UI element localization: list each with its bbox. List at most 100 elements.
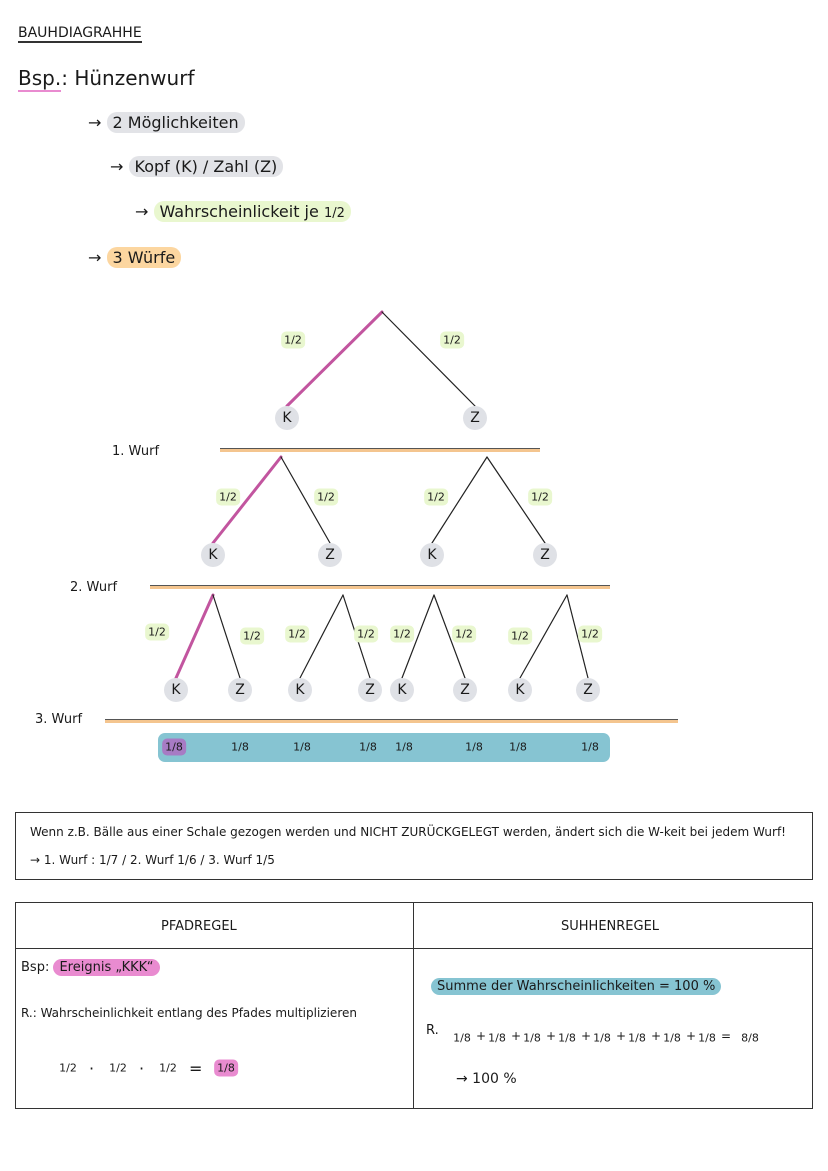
sum-statement: Summe der Wahrscheinlichkeiten = 100 % bbox=[431, 978, 722, 995]
operator: + bbox=[546, 1029, 557, 1043]
operator: · bbox=[89, 1059, 95, 1078]
branch-probability: 1/2 bbox=[354, 625, 378, 643]
operator: = bbox=[189, 1059, 203, 1078]
tree-node-k: K bbox=[390, 678, 414, 702]
sum-term: 1/8 bbox=[698, 1031, 716, 1045]
example-heading: Bsp.: Hünzenwurf bbox=[18, 66, 194, 92]
throw-3-label: 3. Wurf bbox=[35, 712, 83, 727]
tree-branch bbox=[280, 456, 331, 544]
bullet-throws: → 3 Würfe bbox=[88, 247, 182, 268]
outcome-probability: 1/8 bbox=[465, 740, 483, 754]
tree-node-k: K bbox=[275, 406, 299, 430]
sum-term: 1/8 bbox=[628, 1031, 646, 1045]
operator: = bbox=[721, 1029, 732, 1043]
page-title: BAUHDIAGRAHHE bbox=[18, 25, 142, 43]
outcome-probability: 1/8 bbox=[395, 740, 413, 754]
branch-probability: 1/2 bbox=[390, 625, 414, 643]
tree-node-z: Z bbox=[358, 678, 382, 702]
path-rule-text: R.: Wahrscheinlichkeit entlang des Pfade… bbox=[21, 1006, 357, 1020]
tree-branch bbox=[211, 455, 283, 545]
tree-branch bbox=[519, 594, 568, 679]
fraction: 1/2 bbox=[323, 206, 345, 221]
sum-statement-text: Summe der Wahrscheinlichkeiten = 100 % bbox=[431, 978, 722, 995]
factor-fraction: 1/2 bbox=[159, 1061, 177, 1075]
branch-probability: 1/2 bbox=[528, 488, 552, 506]
branch-probability: 1/2 bbox=[216, 488, 240, 506]
throw-1-label: 1. Wurf bbox=[112, 444, 160, 459]
tree-branch bbox=[285, 310, 384, 408]
arrow-icon: → bbox=[135, 202, 149, 221]
bullet-text: Kopf (K) / Zahl (Z) bbox=[128, 156, 284, 177]
arrow-icon: → bbox=[88, 113, 102, 132]
operator: + bbox=[511, 1029, 522, 1043]
tree-node-k: K bbox=[508, 678, 532, 702]
branch-probability: 1/2 bbox=[508, 627, 532, 645]
tree-node-k: K bbox=[201, 543, 225, 567]
tree-node-z: Z bbox=[576, 678, 600, 702]
outcome-probability: 1/8 bbox=[231, 740, 249, 754]
outcome-probability: 1/8 bbox=[162, 738, 186, 756]
branch-probability: 1/2 bbox=[314, 488, 338, 506]
rule-prefix: R. bbox=[426, 1023, 439, 1038]
tree-branch bbox=[433, 594, 466, 679]
tree-node-k: K bbox=[288, 678, 312, 702]
bullet-outcomes: → Kopf (K) / Zahl (Z) bbox=[110, 156, 284, 177]
event-badge: Ereignis „KKK“ bbox=[53, 959, 160, 976]
tree-branch bbox=[381, 311, 476, 407]
sum-term: 1/8 bbox=[558, 1031, 576, 1045]
branch-probability: 1/2 bbox=[145, 623, 169, 641]
tree-branch bbox=[401, 594, 435, 679]
tree-node-z: Z bbox=[318, 543, 342, 567]
arrow-icon: → bbox=[88, 248, 102, 267]
example-prefix: Bsp. bbox=[18, 66, 62, 92]
tree-node-z: Z bbox=[533, 543, 557, 567]
tree-node-z: Z bbox=[463, 406, 487, 430]
tree-branch bbox=[212, 594, 241, 679]
branch-probability: 1/2 bbox=[424, 488, 448, 506]
tree-branch bbox=[174, 593, 215, 680]
branch-probability: 1/2 bbox=[285, 625, 309, 643]
outcome-probability: 1/8 bbox=[293, 740, 311, 754]
branch-probability: 1/2 bbox=[240, 627, 264, 645]
branch-probability: 1/2 bbox=[281, 331, 305, 349]
sum-term: 1/8 bbox=[523, 1031, 541, 1045]
bullet-probability: → Wahrscheinlickeit je 1/2 bbox=[135, 201, 351, 222]
outcome-probability: 1/8 bbox=[581, 740, 599, 754]
colon: : bbox=[61, 66, 68, 90]
factor-fraction: 1/2 bbox=[109, 1061, 127, 1075]
branch-probability: 1/2 bbox=[578, 625, 602, 643]
sum-conclusion: → 100 % bbox=[456, 1071, 517, 1087]
tree-node-z: Z bbox=[228, 678, 252, 702]
note-box: Wenn z.B. Bälle aus einer Schale gezogen… bbox=[15, 812, 813, 880]
sum-term: 1/8 bbox=[663, 1031, 681, 1045]
header-divider bbox=[16, 948, 812, 949]
outcome-probability: 1/8 bbox=[359, 740, 377, 754]
branch-probability: 1/2 bbox=[452, 625, 476, 643]
tree-diagram-lines bbox=[174, 310, 589, 680]
operator: + bbox=[616, 1029, 627, 1043]
tree-branch bbox=[431, 456, 488, 544]
bullet-possibilities: → 2 Möglichkeiten bbox=[88, 112, 245, 133]
tree-branch bbox=[486, 456, 546, 544]
outcomes-bar bbox=[158, 733, 610, 762]
throw-2-label: 2. Wurf bbox=[70, 580, 118, 595]
factor-fraction: 1/2 bbox=[59, 1061, 77, 1075]
tree-branch bbox=[299, 594, 344, 679]
bullet-text: 3 Würfe bbox=[106, 247, 182, 268]
rules-table: PFADREGEL SUHHENREGEL Bsp: Ereignis „KKK… bbox=[15, 902, 813, 1109]
tree-branch bbox=[566, 594, 589, 679]
tree-node-z: Z bbox=[453, 678, 477, 702]
sum-rule-header: SUHHENREGEL bbox=[561, 919, 660, 934]
arrow-icon: → bbox=[110, 157, 124, 176]
tree-node-k: K bbox=[164, 678, 188, 702]
operator: + bbox=[476, 1029, 487, 1043]
note-line-2: → 1. Wurf : 1/7 / 2. Wurf 1/6 / 3. Wurf … bbox=[30, 853, 275, 867]
throw-3-line bbox=[105, 719, 678, 723]
sum-term: 1/8 bbox=[488, 1031, 506, 1045]
operator: + bbox=[686, 1029, 697, 1043]
operator: + bbox=[581, 1029, 592, 1043]
throw-1-line bbox=[220, 448, 540, 452]
throw-2-line bbox=[150, 585, 610, 589]
path-example: Bsp: Ereignis „KKK“ bbox=[21, 959, 160, 976]
